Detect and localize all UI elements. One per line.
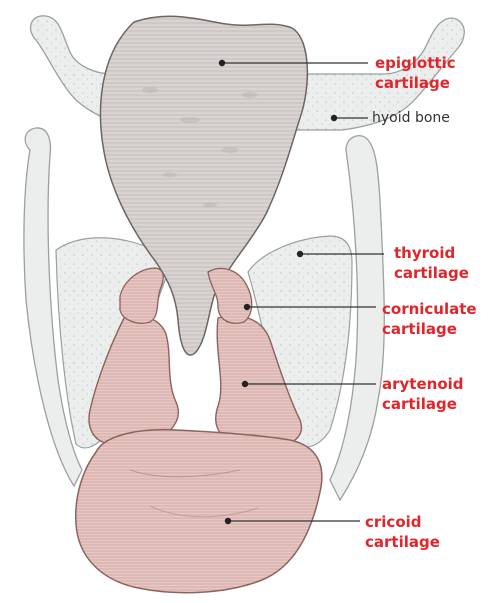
label-arytenoid-cartilage: arytenoid cartilage [382, 374, 464, 414]
dot-epiglottic [219, 60, 225, 66]
label-corniculate-cartilage: corniculate cartilage [382, 299, 477, 339]
label-corniculate-line2: cartilage [382, 319, 477, 339]
label-cricoid-line2: cartilage [365, 532, 440, 552]
label-cricoid-line1: cricoid [365, 512, 440, 532]
label-hyoid-line1: hyoid bone [372, 108, 450, 128]
dot-arytenoid [242, 381, 248, 387]
label-thyroid-line2: cartilage [394, 263, 469, 283]
label-epiglottic-cartilage: epiglottic cartilage [375, 53, 456, 93]
label-epiglottic-line1: epiglottic [375, 53, 456, 73]
label-cricoid-cartilage: cricoid cartilage [365, 512, 440, 552]
dot-hyoid [331, 115, 337, 121]
dot-cricoid [225, 518, 231, 524]
label-arytenoid-line1: arytenoid [382, 374, 464, 394]
cricoid-cartilage [76, 430, 322, 593]
label-thyroid-line1: thyroid [394, 243, 469, 263]
dot-corniculate [244, 304, 250, 310]
dot-thyroid [297, 251, 303, 257]
label-hyoid-bone: hyoid bone [372, 108, 450, 128]
label-thyroid-cartilage: thyroid cartilage [394, 243, 469, 283]
label-corniculate-line1: corniculate [382, 299, 477, 319]
label-arytenoid-line2: cartilage [382, 394, 464, 414]
label-epiglottic-line2: cartilage [375, 73, 456, 93]
